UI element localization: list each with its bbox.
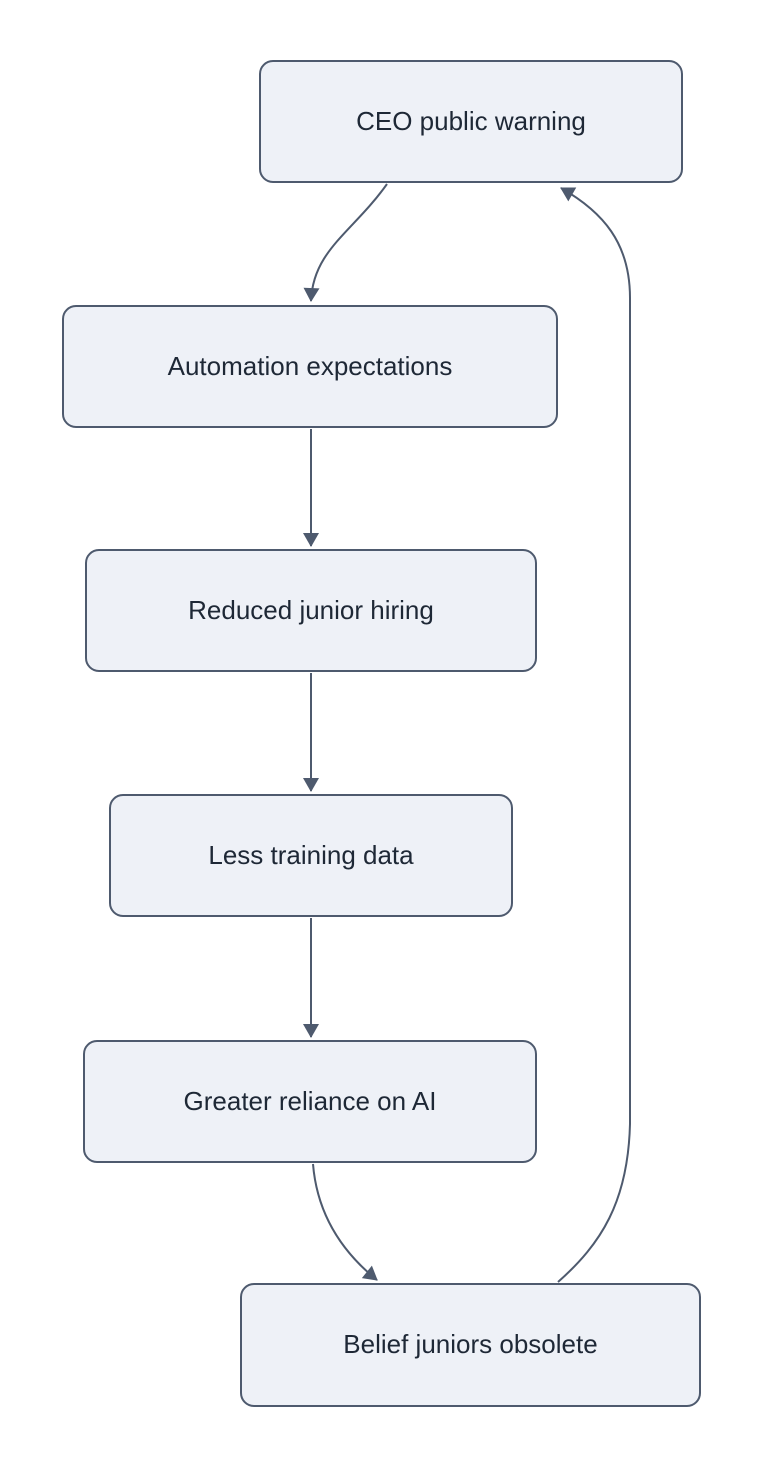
node-reduced-junior-hiring: Reduced junior hiring bbox=[85, 549, 537, 672]
edge-reliance-to-belief bbox=[312, 1163, 378, 1281]
node-label: Belief juniors obsolete bbox=[343, 1329, 598, 1360]
node-label: Automation expectations bbox=[167, 350, 453, 381]
node-ceo-public-warning: CEO public warning bbox=[259, 60, 683, 183]
node-label: Reduced junior hiring bbox=[188, 594, 434, 625]
node-belief-juniors-obsolete: Belief juniors obsolete bbox=[240, 1283, 701, 1407]
node-automation-expectations: Automation expectations bbox=[62, 305, 558, 428]
node-label: CEO public warning bbox=[356, 105, 586, 136]
edge-belief-to-ceo-feedback bbox=[557, 187, 631, 1283]
edge-ceo-to-automation bbox=[303, 183, 388, 302]
node-greater-reliance-on-ai: Greater reliance on AI bbox=[83, 1040, 537, 1163]
node-less-training-data: Less training data bbox=[109, 794, 513, 917]
node-label: Less training data bbox=[208, 839, 414, 870]
node-label: Greater reliance on AI bbox=[183, 1085, 437, 1116]
